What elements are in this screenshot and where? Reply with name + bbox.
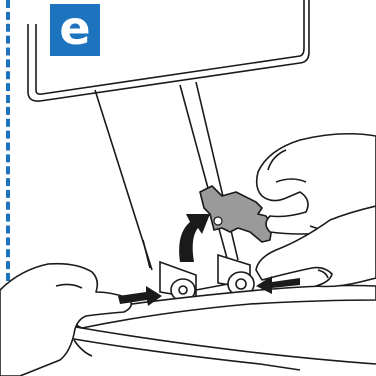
arrow-up-curved-icon xyxy=(179,214,210,262)
step-badge: e xyxy=(50,4,100,56)
monitor-stand-neck xyxy=(95,82,238,270)
